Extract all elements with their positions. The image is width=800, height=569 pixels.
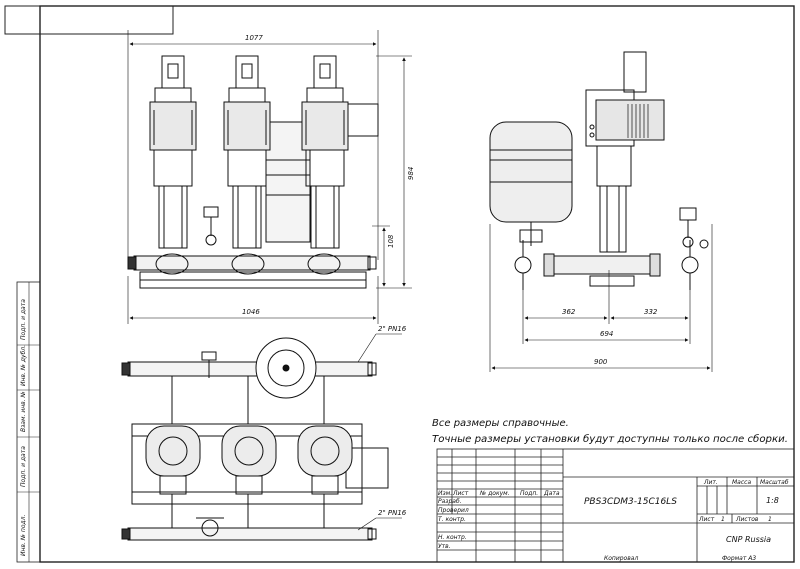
side-dimension-labels: 362 332 694 900 <box>562 308 658 366</box>
pipe-label-bottom: 2" PN16 <box>378 509 407 517</box>
notes: Все размеры справочные. Точные размеры у… <box>432 418 788 445</box>
front-dimension-labels: 1077 984 108 1046 <box>242 34 415 316</box>
dim-side-left: 362 <box>562 308 576 316</box>
tb-sheet-label: Лист <box>698 516 715 523</box>
pipe-labels: 2" PN16 2" PN16 <box>378 325 407 517</box>
tb-role-developer: Разраб. <box>438 498 462 505</box>
pipe-label-top: 2" PN16 <box>378 325 407 333</box>
dim-height-total: 984 <box>407 167 415 180</box>
front-dimensions <box>127 30 412 324</box>
dim-base-height: 108 <box>387 234 395 248</box>
top-pump-1 <box>145 425 201 495</box>
side-tank <box>489 121 573 223</box>
dim-frame-width: 1046 <box>242 308 260 316</box>
dim-width-top: 1077 <box>245 34 263 42</box>
side-view <box>489 51 709 290</box>
side-dimensions <box>489 224 713 372</box>
tb-row-doc: № докум. <box>479 490 510 497</box>
tb-row-date: Дата <box>543 490 560 497</box>
title-block-text: Изм. Лист № докум. Подп. Дата Разраб. Пр… <box>438 479 789 562</box>
tb-designation: PBS3CDM3-15C16LS <box>584 497 677 507</box>
tb-row-sign: Подп. <box>520 490 538 497</box>
tb-role-norm: Н. контр. <box>438 534 467 541</box>
dim-side-total: 694 <box>600 330 613 338</box>
tb-col-mass: Масса <box>732 479 751 486</box>
tb-role-checked: Проверил <box>438 507 469 514</box>
tb-row-change: Изм. <box>438 490 452 497</box>
tb-company: CNP Russia <box>726 535 771 544</box>
front-pump-3 <box>301 55 349 249</box>
tb-sheet-value: 1 <box>721 516 725 523</box>
tb-role-tech: Т. контр. <box>438 516 466 523</box>
side-labels: Подп. и дата Инв. № дубл. Взам. инв. № П… <box>20 299 27 556</box>
note-line-1: Все размеры справочные. <box>432 418 569 429</box>
tb-col-lit: Лит. <box>703 479 718 486</box>
tb-scale-value: 1:8 <box>766 496 779 505</box>
side-label-sign-date-2: Подп. и дата <box>20 446 27 487</box>
top-pump-3 <box>297 425 353 495</box>
tb-sheets-label: Листов <box>735 516 759 523</box>
tb-col-scale: Масштаб <box>760 479 789 486</box>
dim-side-overall: 900 <box>594 358 608 366</box>
title-block <box>436 448 795 563</box>
tb-role-approved: Утв. <box>438 543 451 550</box>
front-control-box <box>347 103 379 137</box>
side-label-sign-date-1: Подп. и дата <box>20 299 27 340</box>
sheet-frame <box>4 5 795 563</box>
side-label-inv-orig: Инв. № подл. <box>20 515 27 556</box>
top-view <box>121 337 389 541</box>
tb-format: Формат А3 <box>722 555 756 562</box>
tb-copied: Копировал <box>604 555 638 562</box>
tb-sheets-value: 1 <box>768 516 772 523</box>
pipe-leaders <box>357 333 402 531</box>
front-pump-2 <box>223 55 271 249</box>
note-line-2: Точные размеры установки будут доступны … <box>432 433 788 445</box>
front-view <box>127 55 379 289</box>
dim-side-right: 332 <box>644 308 658 316</box>
side-label-inv-dup: Инв. № дубл. <box>20 345 27 386</box>
top-pump-2 <box>221 425 277 495</box>
tb-row-sheet: Лист <box>452 490 469 497</box>
side-label-replace-inv: Взам. инв. № <box>20 391 27 432</box>
front-pump-1 <box>149 55 197 249</box>
